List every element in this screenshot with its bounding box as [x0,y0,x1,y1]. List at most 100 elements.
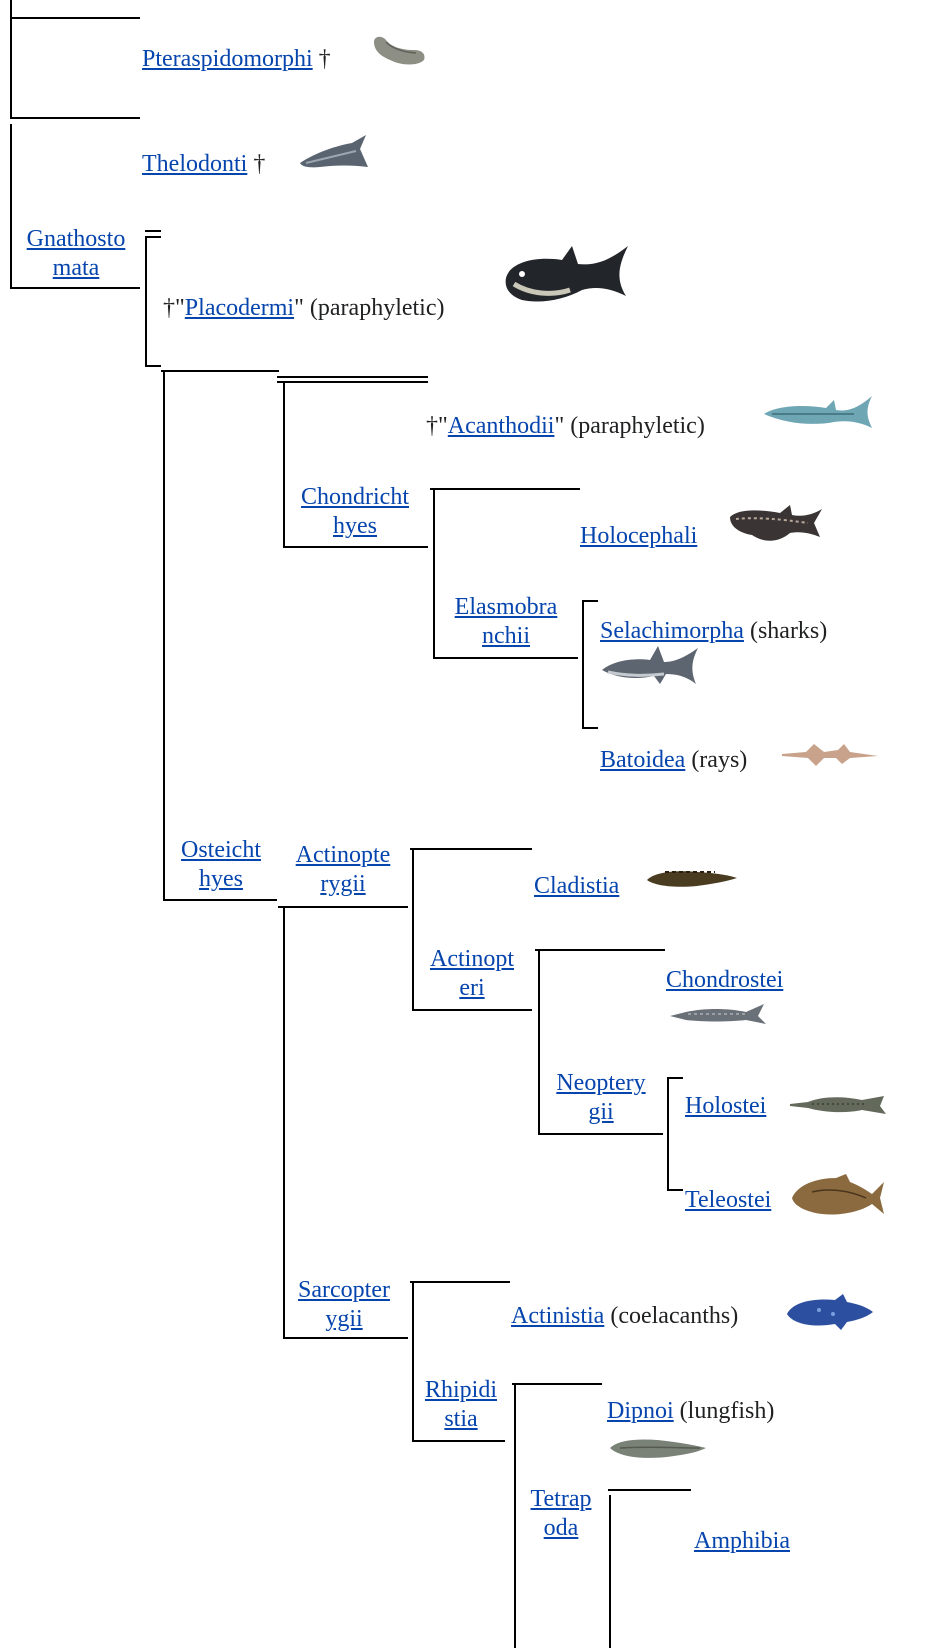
tree-line [412,1009,532,1011]
gar-image [788,1090,888,1120]
tree-line [145,236,147,366]
sturgeon-image [668,1002,768,1028]
node-actinopteri[interactable]: Actinopt eri [414,945,530,1003]
node-actinopterygii-link-part2[interactable]: rygii [320,871,365,897]
node-rhipidistia[interactable]: Rhipidi stia [414,1376,508,1434]
taxon-amphibia: Amphibia [694,1527,790,1556]
tree-line [10,287,140,289]
node-neopterygii-link-part1[interactable]: Neoptery [556,1070,645,1096]
taxon-holostei: Holostei [685,1092,766,1121]
node-sarcopterygii-link-part2[interactable]: ygii [325,1306,362,1332]
holocephali-link[interactable]: Holocephali [580,523,697,549]
thelodont-fish-image [296,133,370,173]
node-neopterygii[interactable]: Neoptery gii [542,1069,660,1127]
node-rhipidistia-link-part1[interactable]: Rhipidi [425,1377,497,1403]
paraphyletic-note: (paraphyletic) [570,413,705,439]
node-rhipidistia-link-part2[interactable]: stia [444,1406,477,1432]
taxon-pteraspidomorphi: Pteraspidomorphi † [142,45,331,74]
node-tetrapoda-link-part1[interactable]: Tetrap [531,1486,592,1512]
node-chondrichthyes[interactable]: Chondricht hyes [285,483,425,541]
lungfish-image [608,1434,708,1462]
dipnoi-link[interactable]: Dipnoi [607,1398,674,1424]
tree-line [667,1077,669,1190]
actinistia-link[interactable]: Actinistia [511,1303,604,1329]
tree-line [410,848,532,850]
tree-line [538,949,540,1134]
taxon-chondrostei: Chondrostei [666,966,783,995]
tree-line [667,1189,683,1191]
pteraspidomorph-fish-image [370,32,428,72]
node-sarcopterygii[interactable]: Sarcopter ygii [283,1276,405,1334]
holocephali-fish-image [728,503,824,547]
tree-line [277,381,428,383]
selachimorpha-link[interactable]: Selachimorpha [600,618,744,644]
ray-image [780,740,880,770]
placodermi-link[interactable]: Placodermi [185,295,294,321]
node-elasmobranchii-link-part1[interactable]: Elasmobra [455,594,558,620]
tree-line [412,1440,505,1442]
amphibia-link[interactable]: Amphibia [694,1528,790,1554]
node-neopterygii-link-part2[interactable]: gii [588,1099,613,1125]
holostei-link[interactable]: Holostei [685,1093,766,1119]
cladistia-link[interactable]: Cladistia [534,873,619,899]
acanthodian-fish-image [762,392,874,432]
coelacanths-note: (coelacanths) [610,1303,738,1329]
node-gnathostomata-link-part2[interactable]: mata [53,255,100,281]
taxon-actinistia: Actinistia (coelacanths) [511,1302,738,1331]
tree-line [410,1281,510,1283]
open-quote: " [175,295,185,321]
node-chondrichthyes-link-part2[interactable]: hyes [333,513,377,539]
node-osteichthyes-link-part2[interactable]: hyes [199,866,243,892]
taxon-dipnoi: Dipnoi (lungfish) [607,1397,774,1426]
tree-line [512,1383,602,1385]
tree-line [609,1495,611,1648]
tree-line [161,370,279,372]
acanthodii-link[interactable]: Acanthodii [448,413,555,439]
teleostei-link[interactable]: Teleostei [685,1187,771,1213]
node-osteichthyes-link-part1[interactable]: Osteicht [181,837,261,863]
thelodonti-link[interactable]: Thelodonti [142,151,247,177]
taxon-placodermi: †"Placodermi" (paraphyletic) [163,294,445,323]
tree-line [430,488,580,490]
taxon-cladistia: Cladistia [534,872,619,901]
node-elasmobranchii[interactable]: Elasmobra nchii [438,593,574,651]
lungfish-note: (lungfish) [680,1398,775,1424]
sharks-note: (sharks) [750,618,827,644]
node-tetrapoda-link-part2[interactable]: oda [544,1515,579,1541]
node-actinopteri-link-part2[interactable]: eri [459,975,484,1001]
close-quote: " [294,295,304,321]
pteraspidomorphi-link[interactable]: Pteraspidomorphi [142,46,313,72]
taxon-batoidea: Batoidea (rays) [600,746,747,775]
tree-line [278,906,408,908]
taxon-selachimorpha: Selachimorpha (sharks) [600,617,827,646]
batoidea-link[interactable]: Batoidea [600,747,685,773]
node-actinopterygii-link-part1[interactable]: Actinopte [296,842,391,868]
tree-line [163,899,277,901]
tree-line [433,657,578,659]
taxon-acanthodii: †"Acanthodii" (paraphyletic) [426,412,705,441]
node-tetrapoda[interactable]: Tetrap oda [517,1485,605,1543]
coelacanth-image [785,1292,875,1332]
node-gnathostomata[interactable]: Gnathosto mata [8,225,144,283]
tree-line [10,0,12,18]
node-elasmobranchii-link-part2[interactable]: nchii [482,623,530,649]
tree-line [582,600,584,728]
open-quote: " [438,413,448,439]
tree-line [277,376,428,378]
node-sarcopterygii-link-part1[interactable]: Sarcopter [298,1277,390,1303]
tree-line [145,230,161,232]
node-actinopterygii[interactable]: Actinopte rygii [280,841,406,899]
chondrostei-link[interactable]: Chondrostei [666,967,783,993]
node-actinopteri-link-part1[interactable]: Actinopt [430,946,514,972]
taxon-holocephali: Holocephali [580,522,697,551]
tree-line [10,18,12,118]
tree-line [582,600,598,602]
extinct-dagger: † [253,151,265,177]
cladistia-fish-image [645,866,739,892]
tree-line [10,17,140,19]
node-chondrichthyes-link-part1[interactable]: Chondricht [301,484,409,510]
tree-line [145,365,161,367]
node-gnathostomata-link-part1[interactable]: Gnathosto [27,226,126,252]
node-osteichthyes[interactable]: Osteicht hyes [165,836,277,894]
extinct-dagger: † [163,295,175,321]
